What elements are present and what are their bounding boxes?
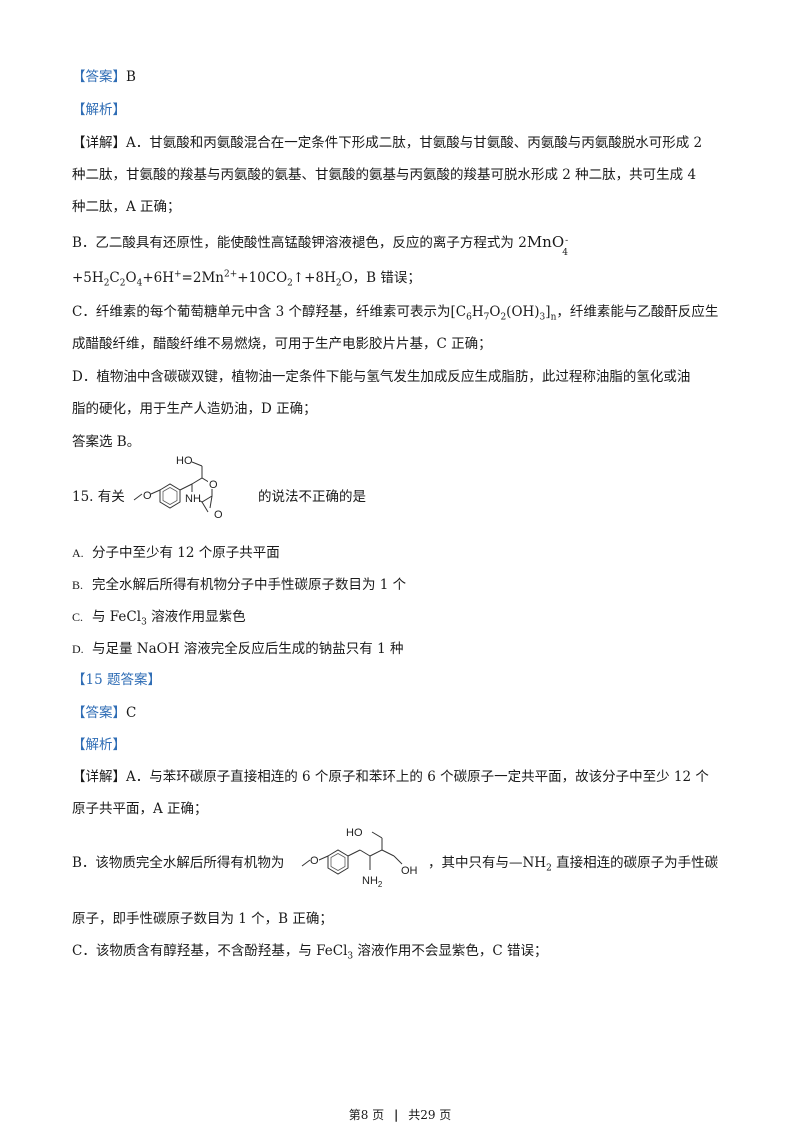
product-ho-label: HO [346,827,363,839]
detail-c-line2: 成醋酸纤维，醋酸纤维不易燃烧，可用于生产电影胶片片基，C 正确； [72,336,492,352]
q15-molecule-structure: O O HO O NH O [130,456,255,531]
answer-tag: 【答案】 [72,69,126,85]
hydrolysis-product-structure: O HO OH NH2 [298,822,428,894]
answer15-detail-a-line1: 【详解】A．与苯环碳原子直接相连的 6 个原子和苯环上的 6 个碳原子一定共平面… [72,769,709,785]
answer15-answer-line: 【答案】C [72,705,137,721]
page-footer: 第8 页 | 共29 页 [0,1106,800,1123]
detail-b-line2: +5H2C2O4+6H+=2Mn2++10CO2↑+8H2O，B 错误； [72,269,421,289]
q15-prefix: 15. 有关 [72,489,125,505]
detail-tag: 【详解】 [72,135,126,151]
mol-carbonyl-o-label: O [214,509,223,521]
svg-text:O: O [310,855,319,867]
analysis-tag: 【解析】 [72,102,126,118]
answer-line: 【答案】B [72,67,740,87]
answer15-detail-a-line2: 原子共平面，A 正确； [72,801,208,817]
detail-a-line3: 种二肽，A 正确； [72,199,181,215]
q15-option-a: A.分子中至少有 12 个原子共平面 [72,545,280,561]
mol-ho-label: HO [176,456,193,467]
mol-o-ring-label: O [209,479,218,491]
product-nh2-label: NH2 [362,875,383,889]
permanganate-ion: MnO-4 [526,233,569,258]
answer15-detail-b-suffix: ，其中只有与—NH2 直接相连的碳原子为手性碳 [428,855,719,874]
answer-value: B [126,69,136,85]
mol-nh-label: NH [185,493,201,505]
detail-a-line1: 【详解】A．甘氨酸和丙氨酸混合在一定条件下形成二肽，甘氨酸与甘氨酸、丙氨酸与丙氨… [72,135,703,151]
answer15-title: 【15 题答案】 [72,672,161,688]
page-total: 共29 页 [408,1108,452,1122]
answer15-detail-c-line1: C．该物质含有醇羟基，不含酚羟基，与 FeCl3 溶液作用不会显紫色，C 错误； [72,943,548,962]
detail-b-line1: B．乙二酸具有还原性，能使酸性高锰酸钾溶液褪色，反应的离子方程式为 2MnO-4 [72,232,740,258]
answer15-analysis-tag: 【解析】 [72,737,126,753]
q15-suffix: 的说法不正确的是 [258,489,366,505]
detail-d-line1: D．植物油中含碳碳双键，植物油一定条件下能与氢气发生加成反应生成脂肪，此过程称油… [72,369,691,385]
page-number: 第8 页 [348,1108,385,1122]
q15-option-d: D.与足量 NaOH 溶液完全反应后生成的钠盐只有 1 种 [72,641,404,657]
answer15-detail-b-prefix: B．该物质完全水解后所得有机物为 [72,855,285,871]
svg-text:O: O [143,490,152,502]
q15-option-c: C.与 FeCl3 溶液作用显紫色 [72,609,246,628]
answer15-detail-b-line2: 原子，即手性碳原子数目为 1 个，B 正确； [72,911,333,927]
footer-separator: | [393,1108,399,1122]
detail-a-line2: 种二肽，甘氨酸的羧基与丙氨酸的氨基、甘氨酸的氨基与丙氨酸的羧基可脱水形成 2 种… [72,167,697,183]
q15-option-b: B.完全水解后所得有机物分子中手性碳原子数目为 1 个 [72,577,407,593]
detail-d-line2: 脂的硬化，用于生产人造奶油，D 正确； [72,401,317,417]
detail-c-line1: C．纤维素的每个葡萄糖单元中含 3 个醇羟基，纤维素可表示为[C6H7O2(OH… [72,304,719,323]
product-oh-label: OH [401,865,418,877]
conclusion: 答案选 B。 [72,434,141,450]
